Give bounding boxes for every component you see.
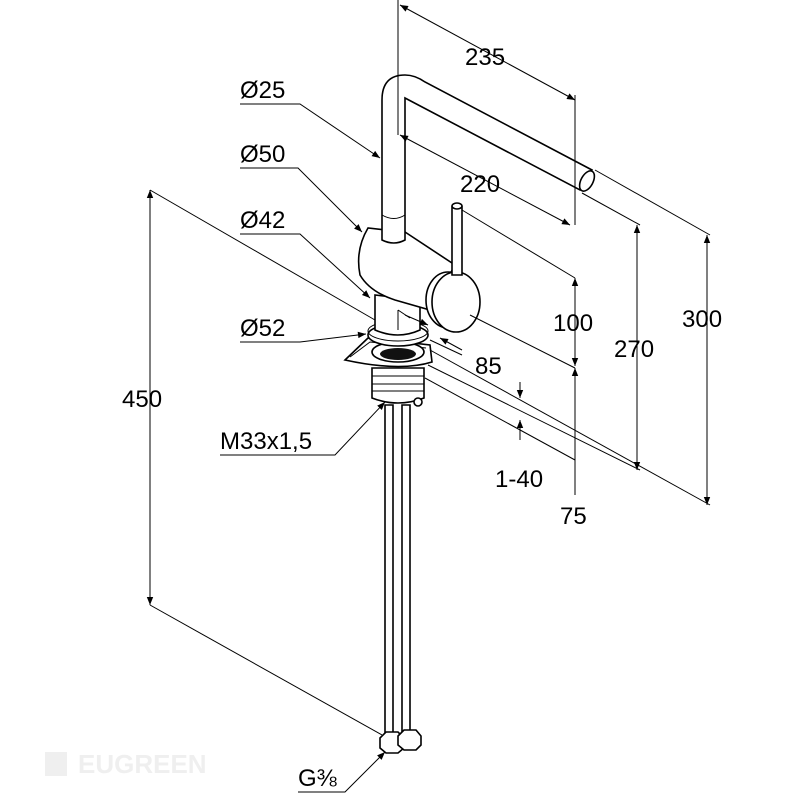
label-d25: Ø25 bbox=[240, 77, 285, 104]
watermark: EUGREEN bbox=[45, 749, 207, 779]
leader-lines bbox=[220, 103, 386, 793]
label-300: 300 bbox=[682, 306, 722, 333]
svg-text:EUGREEN: EUGREEN bbox=[78, 749, 207, 779]
label-d52: Ø52 bbox=[240, 315, 285, 342]
label-d50: Ø50 bbox=[240, 141, 285, 168]
extension-lines bbox=[149, 0, 711, 736]
label-connection: G⅜ bbox=[298, 765, 338, 792]
label-220: 220 bbox=[460, 171, 500, 198]
dimension-lines bbox=[146, 4, 711, 605]
spout bbox=[381, 74, 596, 244]
faucet-body bbox=[357, 202, 481, 336]
label-d42: Ø42 bbox=[240, 207, 285, 234]
label-100: 100 bbox=[553, 310, 593, 337]
dimension-labels: Ø25 Ø50 Ø42 Ø52 M33x1,5 G⅜ 450 235 220 1… bbox=[122, 44, 722, 792]
label-450: 450 bbox=[122, 386, 162, 413]
label-thread: M33x1,5 bbox=[220, 428, 312, 455]
label-270: 270 bbox=[614, 336, 654, 363]
label-1-40: 1-40 bbox=[495, 466, 543, 493]
label-235: 235 bbox=[465, 44, 505, 71]
supply-hoses bbox=[379, 404, 422, 754]
label-85: 85 bbox=[475, 353, 502, 380]
label-75: 75 bbox=[560, 503, 587, 530]
